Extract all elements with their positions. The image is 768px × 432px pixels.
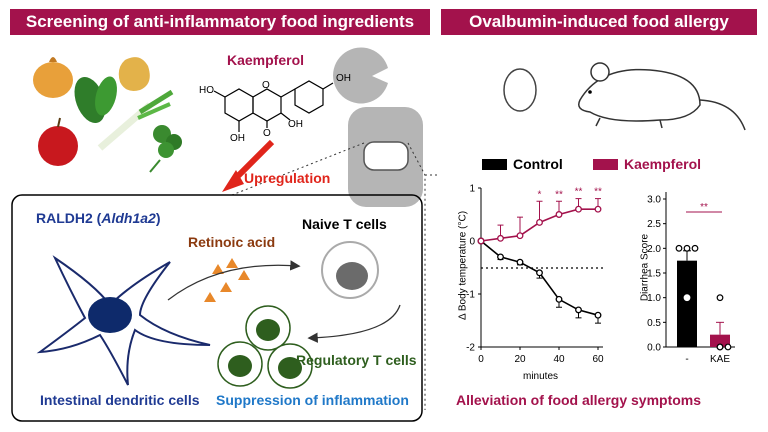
molecule-keto-o-label: O (263, 128, 271, 139)
ginger-icon (118, 57, 150, 91)
bar-chart-ytick-label: 3.0 (647, 195, 661, 206)
data-point-kaempferol (516, 232, 524, 240)
bar-kae (710, 334, 730, 347)
line-chart-ytick-label: -2 (466, 343, 475, 354)
line-chart-xtick-label: 60 (592, 354, 604, 365)
mechanism-box (11, 194, 423, 422)
data-point-kaempferol (575, 205, 582, 213)
data-point-control (575, 306, 582, 314)
data-point-kaempferol (594, 205, 602, 213)
data-point-kaempferol (536, 218, 543, 226)
legend-control-label: Control (513, 156, 563, 172)
dendritic-cell-icon (36, 255, 211, 386)
person-icon (333, 47, 423, 207)
line-chart-xtick-label: 40 (553, 354, 565, 365)
left-panel-title: Screening of anti-inflammatory food ingr… (10, 9, 430, 35)
molecule-ring-o-label: O (262, 80, 270, 91)
line-chart-ytick-label: -1 (466, 290, 475, 301)
line-chart-ytick-label: 0 (469, 237, 475, 248)
bar-control (677, 260, 697, 347)
data-point-kaempferol (555, 211, 563, 218)
line-chart-xtick-label: 0 (478, 354, 484, 365)
molecule-oh-label-3: OH (288, 119, 303, 130)
line-chart-ylabel: Δ Body temperature (°C) (457, 210, 469, 321)
bar-chart-ytick-label: 2.0 (647, 244, 661, 255)
retinoic-acid-label: Retinoic acid (188, 234, 276, 250)
bar-category-label: KAE (710, 354, 730, 365)
retinoic-acid-icon (204, 258, 250, 302)
parsley-icon (149, 125, 182, 173)
bar-data-point (675, 244, 683, 252)
mouse-icon (578, 62, 746, 131)
bar-chart-ytick-label: 2.5 (647, 219, 661, 230)
bar-data-point (716, 294, 724, 302)
bar-chart-ytick-label: 0.0 (647, 343, 661, 354)
significance-mark: * (538, 189, 542, 200)
line-chart-xlabel: minutes (523, 371, 559, 382)
regulatory-t-label: Regulatory T cells (296, 352, 417, 368)
upregulation-label: Upregulation (244, 170, 331, 186)
bar-chart: 0.0 0.5 1.0 1.5 2.0 2.5 3.0 - KAE ** (647, 192, 735, 365)
legend-kaempferol-label: Kaempferol (624, 156, 702, 172)
bar-chart-ytick-label: 1.0 (647, 293, 661, 304)
dendritic-label: Intestinal dendritic cells (40, 392, 200, 408)
kaempferol-structure (213, 80, 334, 132)
right-panel-title: Ovalbumin-induced food allergy (441, 9, 757, 35)
egg-icon (503, 68, 537, 112)
bar-chart-ytick-label: 0.5 (647, 318, 661, 329)
significance-mark: ** (575, 187, 583, 198)
green-onion-icon (97, 89, 174, 151)
molecule-oh-label-4: OH (230, 133, 245, 144)
naive-t-cell-icon (321, 241, 379, 299)
bar-chart-ytick-label: 1.5 (647, 269, 661, 280)
mouse-eye (588, 90, 592, 94)
bar-category-label: - (685, 354, 688, 365)
molecule-oh-label: OH (336, 73, 351, 84)
raldh2-label: RALDH2 (Aldh1a2) (36, 210, 161, 226)
bar-data-point (691, 244, 699, 252)
compound-name: Kaempferol (227, 52, 305, 68)
bar-data-point (683, 244, 691, 252)
apple-icon (38, 117, 78, 166)
bar-significance-mark: ** (700, 202, 708, 213)
onion-icon (33, 57, 73, 98)
legend-kaempferol-swatch (593, 159, 618, 170)
bar-data-point (683, 294, 691, 302)
naive-t-label: Naive T cells (302, 216, 387, 232)
data-point-control (594, 311, 602, 319)
molecule-ho-label: HO (199, 85, 214, 96)
legend-control-swatch (482, 159, 507, 170)
line-chart-xtick-label: 20 (514, 354, 526, 365)
data-point-kaempferol (497, 234, 504, 242)
bar-data-point (724, 343, 732, 351)
data-point-control (516, 258, 524, 266)
data-point-control (555, 295, 563, 303)
data-point-kaempferol (477, 237, 485, 245)
regulatory-t-cells-icon (217, 305, 313, 389)
significance-mark: ** (555, 189, 563, 200)
bar-data-point (716, 343, 724, 351)
data-point-control (536, 269, 543, 277)
bar-chart-ylabel: Diarrhea Score (639, 233, 651, 302)
significance-mark: ** (594, 187, 602, 198)
data-point-control (497, 253, 504, 261)
spinach-icon (74, 76, 117, 124)
suppression-label: Suppression of inflammation (216, 392, 409, 408)
line-chart-ytick-label: 1 (469, 184, 475, 195)
conclusion-label: Alleviation of food allergy symptoms (456, 392, 702, 408)
